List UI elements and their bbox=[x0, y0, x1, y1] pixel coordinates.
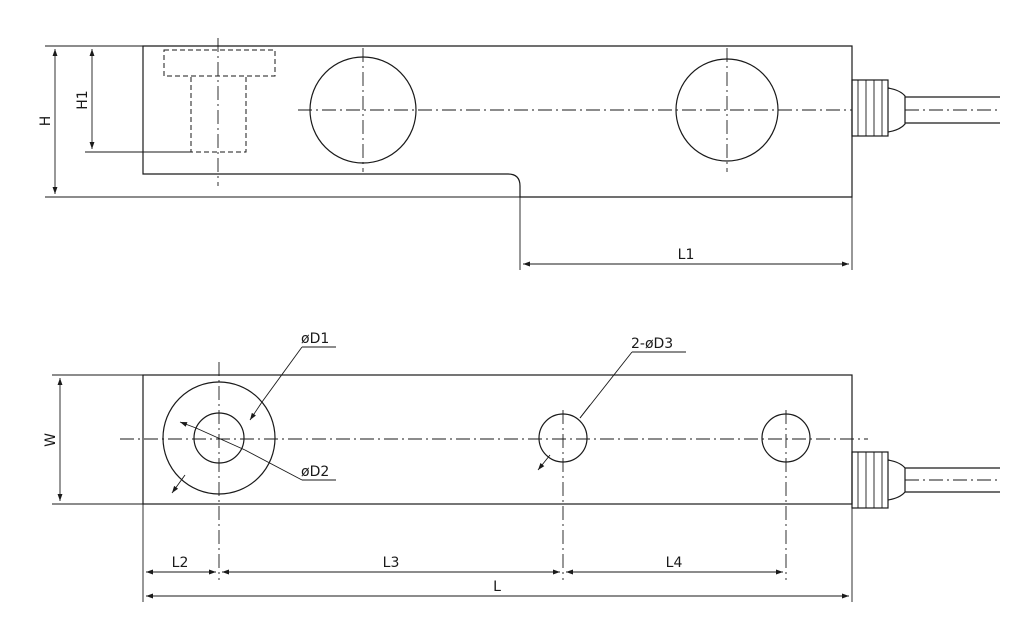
dim-l4: L4 bbox=[566, 555, 783, 575]
top-body-outline bbox=[142, 374, 853, 505]
dim-h: H bbox=[38, 45, 520, 198]
label-l: L bbox=[493, 579, 501, 595]
dim-l2: L2 bbox=[142, 504, 216, 602]
leader-d2: øD2 bbox=[179, 421, 336, 481]
side-cable bbox=[905, 96, 1000, 124]
label-l1: L1 bbox=[678, 247, 695, 263]
side-cable-gland bbox=[851, 79, 906, 137]
top-view: W øD1 øD2 2-øD3 bbox=[43, 331, 1000, 602]
label-l4: L4 bbox=[666, 555, 683, 571]
hidden-bolt bbox=[163, 49, 276, 153]
label-d1: øD1 bbox=[301, 331, 329, 347]
dim-l3: L3 bbox=[222, 555, 560, 575]
dim-l1: L1 bbox=[519, 197, 853, 270]
label-h: H bbox=[38, 116, 54, 127]
label-l2: L2 bbox=[172, 555, 189, 571]
top-cable bbox=[905, 467, 1000, 493]
top-cable-gland bbox=[851, 451, 906, 509]
label-d3: 2-øD3 bbox=[631, 336, 673, 352]
leader-d1: øD1 bbox=[171, 331, 336, 494]
dim-w: W bbox=[43, 374, 143, 505]
label-d2: øD2 bbox=[301, 464, 329, 480]
leader-d3: 2-øD3 bbox=[537, 336, 686, 471]
dim-h1: H1 bbox=[75, 49, 191, 153]
label-w: W bbox=[43, 433, 59, 447]
label-h1: H1 bbox=[75, 90, 91, 109]
side-view: H H1 L1 bbox=[38, 38, 1000, 270]
label-l3: L3 bbox=[383, 555, 400, 571]
side-body-outline bbox=[142, 45, 853, 198]
dim-l: L bbox=[146, 504, 853, 602]
